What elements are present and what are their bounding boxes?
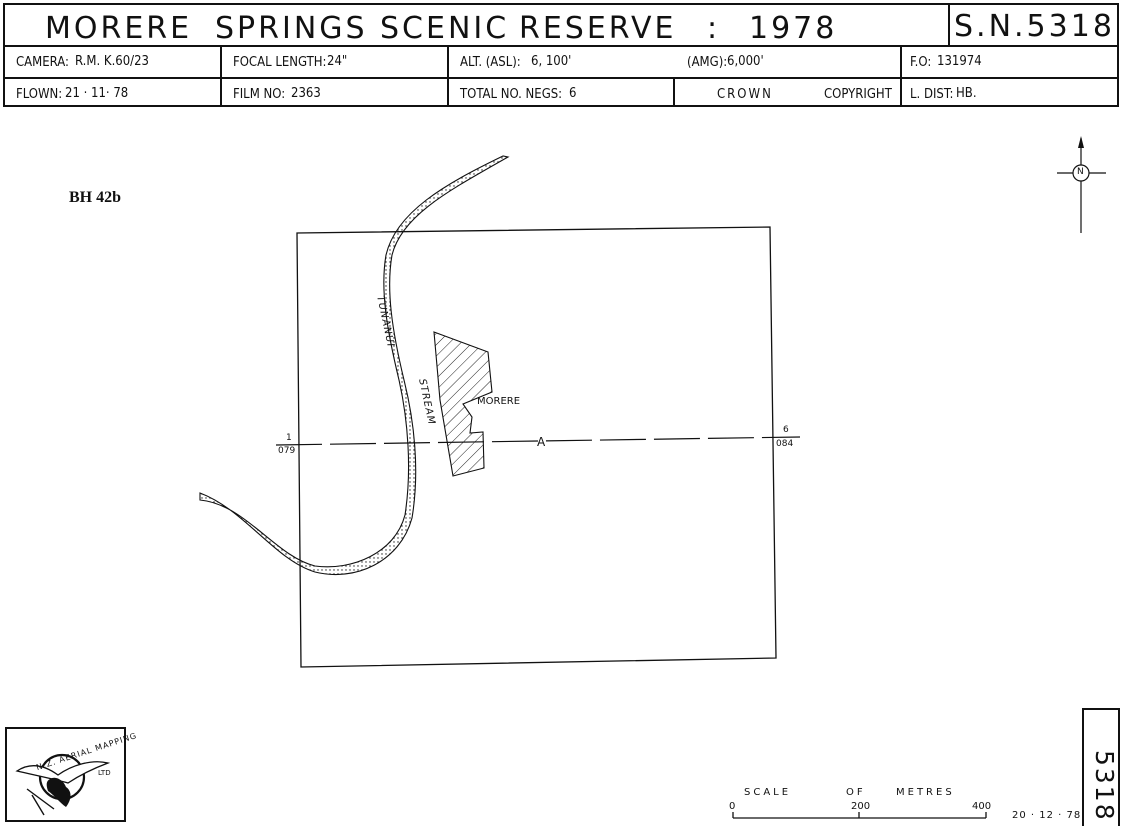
header-divider [673, 77, 675, 107]
settlement-area [433, 331, 493, 477]
distribution-value: HB. [956, 86, 977, 101]
altitude-amg-label: (AMG): [687, 55, 728, 70]
place-label: MORERE [477, 396, 521, 407]
camera-value: R.M. K.60/23 [75, 54, 149, 69]
aerial-mapping-logo-icon [15, 753, 111, 816]
title-separator: : [707, 11, 721, 46]
header-divider [447, 45, 449, 107]
left-end-bottom: 079 [278, 446, 296, 456]
compiled-date: 20 · 12 · 78 [1012, 810, 1082, 821]
altitude-asl-label: ALT. (ASL): [460, 55, 521, 70]
section-line [275, 436, 801, 446]
section-line-label: A [537, 435, 546, 449]
crown-text: CROWN [717, 87, 773, 102]
title-word: MORERE [45, 11, 193, 46]
altitude-asl-value: 6, 100' [531, 54, 572, 69]
flown-value: 21 · 11· 78 [65, 86, 129, 101]
film-number-value: 2363 [291, 86, 321, 101]
focal-length-label: FOCAL LENGTH: [233, 55, 327, 70]
title-word: RESERVE [519, 11, 677, 46]
right-end-bottom: 084 [776, 439, 794, 449]
camera-label: CAMERA: [16, 55, 69, 70]
photo-frame [296, 226, 777, 668]
north-label: N [1077, 167, 1084, 177]
stream-band [199, 155, 510, 576]
header-divider [948, 5, 950, 45]
left-end-top: 1 [286, 433, 292, 443]
flown-label: FLOWN: [16, 87, 63, 102]
fo-label: F.O: [910, 55, 932, 70]
north-arrow-icon [1057, 136, 1106, 233]
sheet-number-vertical: 5318 [1090, 750, 1119, 822]
altitude-amg-value: 6,000' [727, 54, 764, 69]
scale-word: METRES [896, 787, 955, 798]
header-divider [5, 77, 1117, 79]
scale-word: OF [846, 787, 866, 798]
header-divider [900, 45, 902, 107]
map-reference: BH 42b [69, 189, 122, 206]
title-word: SCENIC [380, 11, 510, 46]
total-negatives-label: TOTAL NO. NEGS: [460, 87, 563, 102]
total-negatives-value: 6 [569, 86, 577, 101]
scale-word: SCALE [744, 787, 792, 798]
scale-tick-label: 0 [729, 801, 736, 812]
right-end-top: 6 [783, 425, 789, 435]
fo-value: 131974 [937, 54, 982, 69]
sheet-number-box [1082, 708, 1120, 826]
film-number-label: FILM NO: [233, 87, 286, 102]
copyright-text: COPYRIGHT [824, 87, 892, 102]
header-divider [220, 45, 222, 107]
info-header: MORERE SPRINGS SCENIC RESERVE : 1978 S.N… [3, 3, 1119, 107]
header-divider [5, 45, 1117, 47]
scale-tick-label: 400 [972, 801, 992, 812]
sheet-number: S.N.5318 [954, 9, 1115, 44]
scale-tick-label: 200 [851, 801, 871, 812]
focal-length-value: 24" [327, 54, 348, 69]
logo-box [5, 727, 126, 822]
scale-bar [732, 812, 987, 819]
distribution-label: L. DIST: [910, 87, 954, 102]
logo-sub-text: LTD [98, 769, 111, 777]
title-year: 1978 [749, 11, 838, 46]
title-word: SPRINGS [215, 11, 368, 46]
